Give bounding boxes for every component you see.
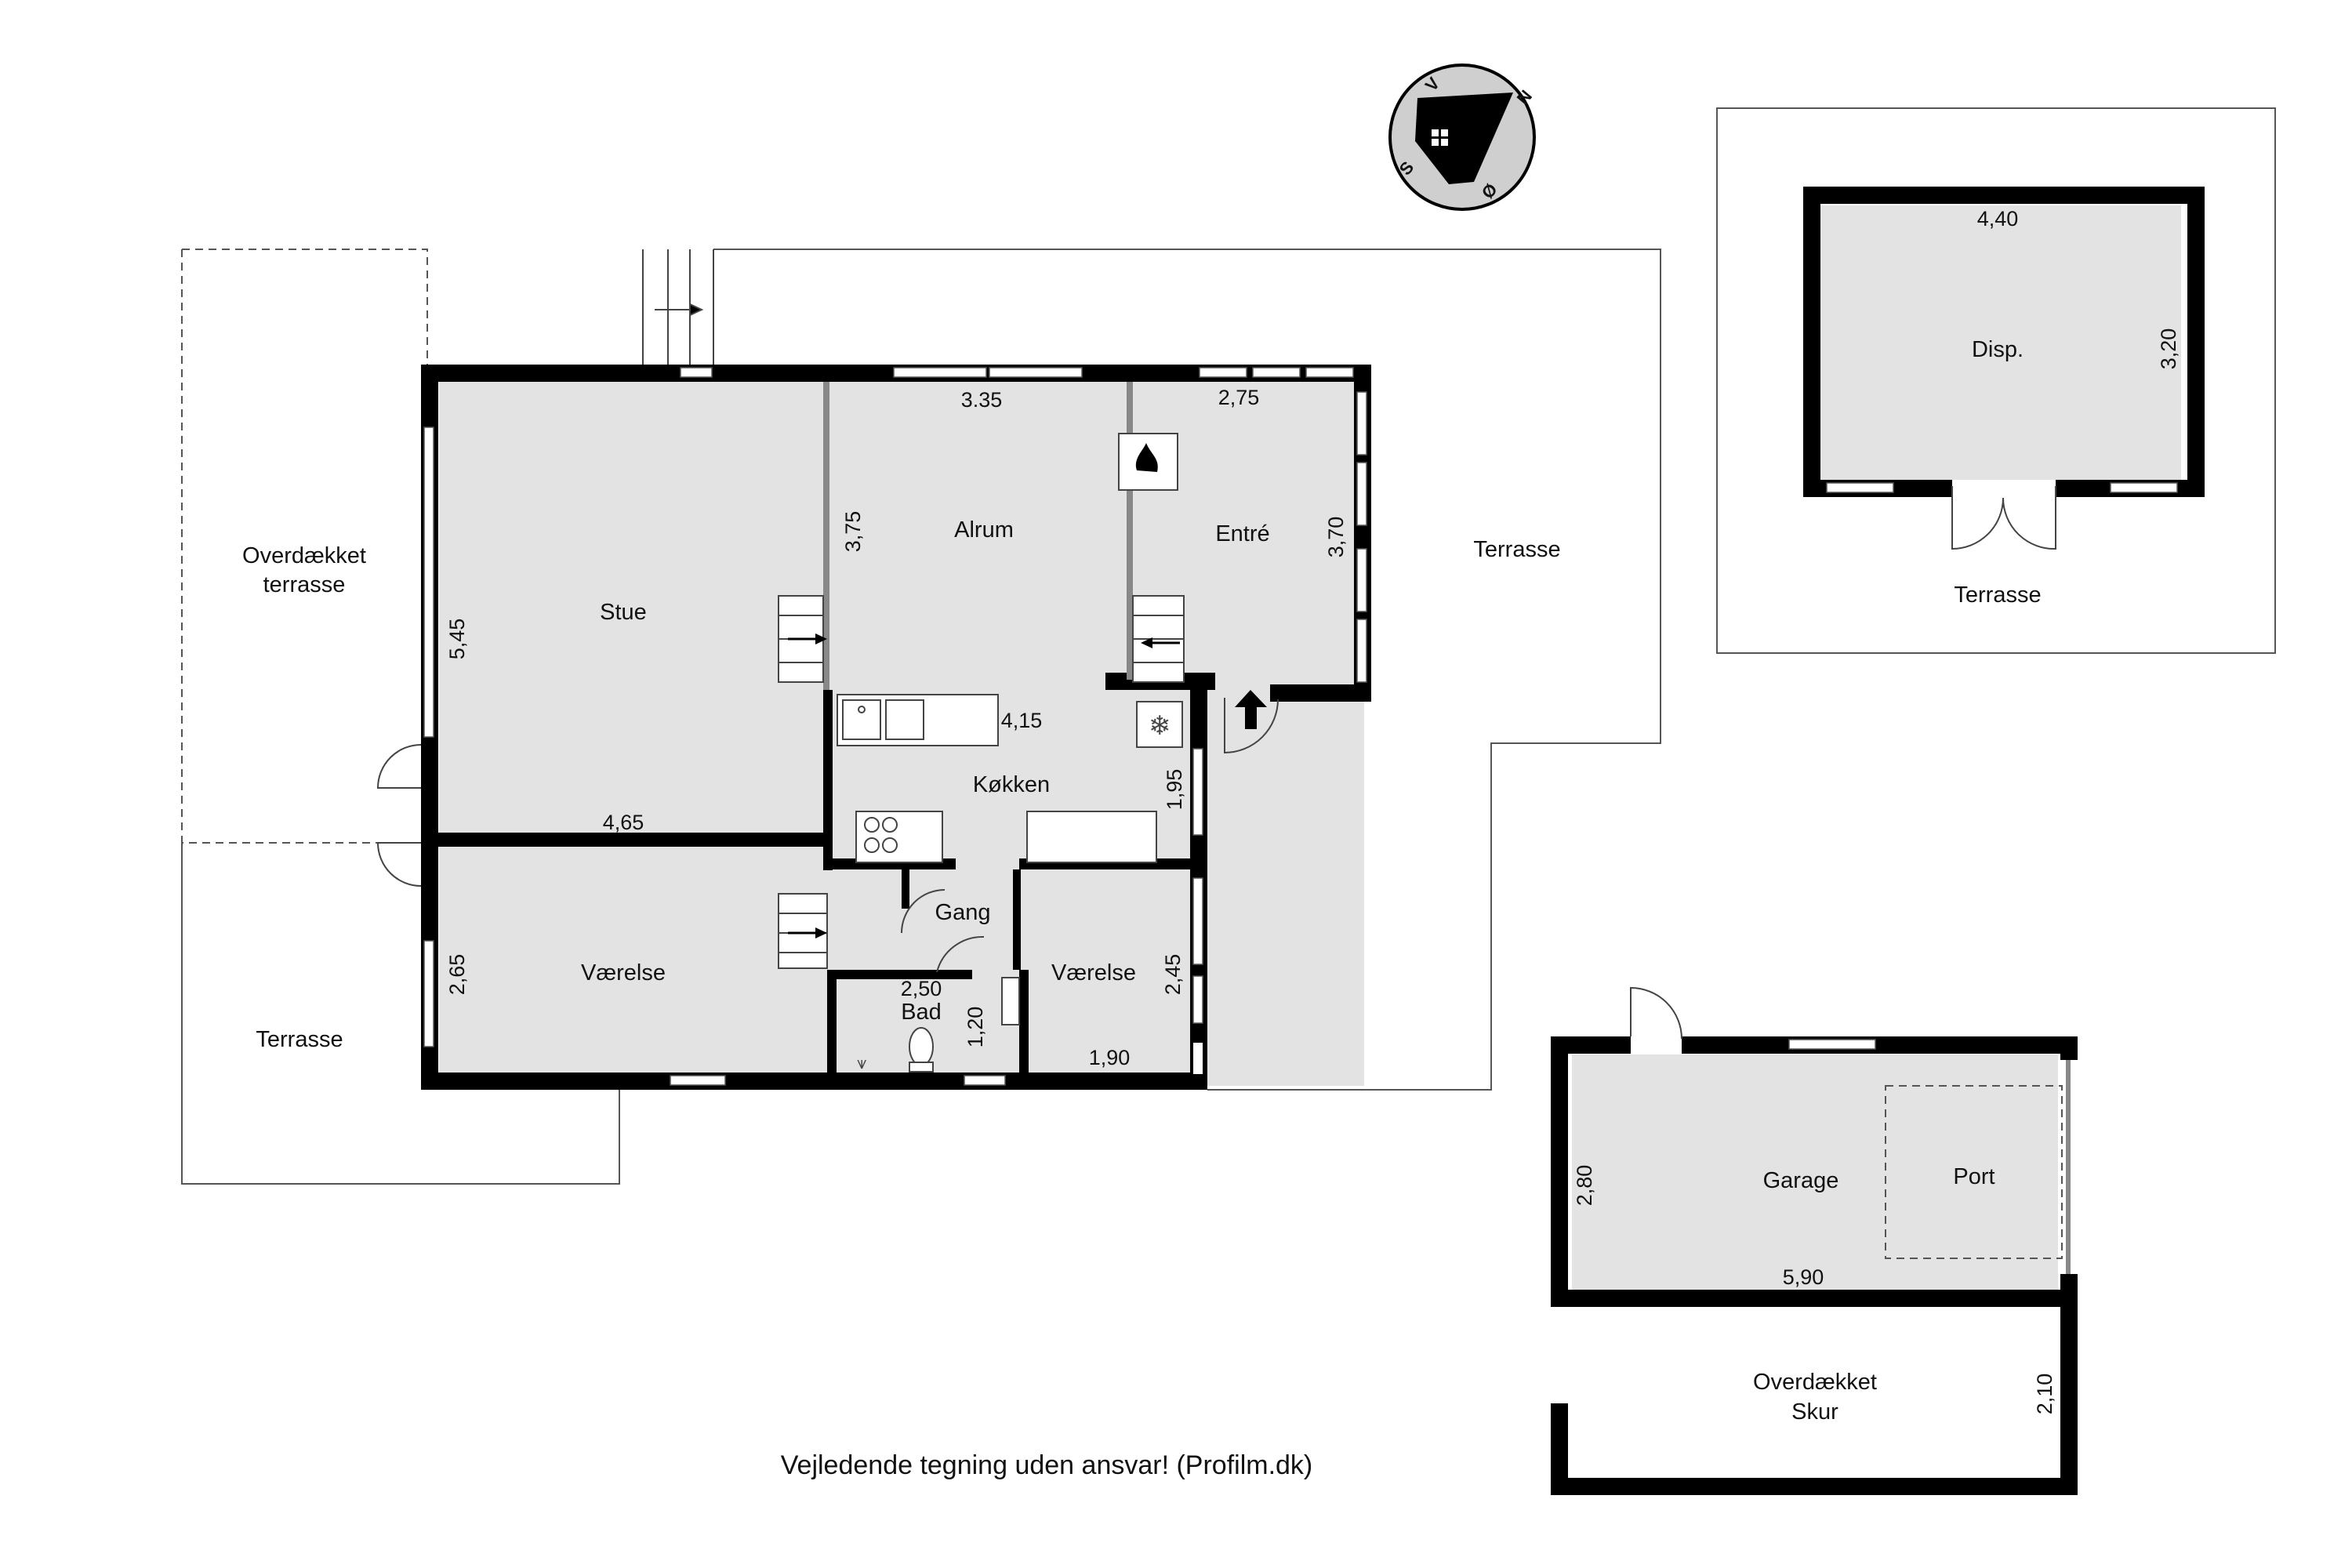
label-stue: Stue — [600, 600, 647, 625]
label-alrum: Alrum — [954, 517, 1014, 543]
disp-building — [1716, 107, 2276, 654]
label-overdaekket-skur-2: Skur — [1791, 1399, 1838, 1425]
dim-garage-width: 5,90 — [1783, 1265, 1824, 1289]
toilet-icon — [909, 1027, 934, 1066]
label-garage: Garage — [1763, 1168, 1839, 1193]
label-terrasse-left: Terrasse — [256, 1027, 343, 1052]
label-vaerelse-left: Værelse — [581, 960, 666, 985]
dim-koekken-height: 1,95 — [1163, 769, 1186, 811]
label-bad: Bad — [901, 1000, 942, 1025]
covered-terrace-outline — [181, 249, 428, 844]
label-overdaekket-terrasse-1: Overdækket — [242, 543, 366, 568]
steps — [642, 249, 714, 368]
snowflake-icon: ❄ — [1149, 711, 1171, 741]
label-terrasse-right: Terrasse — [1473, 537, 1560, 562]
stairs-entre — [1132, 595, 1185, 683]
dim-garage-height: 2,80 — [1573, 1165, 1596, 1207]
stove-icon — [864, 817, 880, 833]
stairs-stue — [778, 595, 827, 683]
right-terrace-outline — [713, 249, 1661, 1091]
dim-entre-height: 3,70 — [1324, 517, 1348, 558]
dim-entre-width: 2,75 — [1218, 386, 1260, 409]
outdoor-areas — [181, 249, 1661, 1185]
dim-disp-width: 4,40 — [1977, 207, 2019, 230]
door-bad — [936, 935, 985, 973]
label-vaerelse-right: Værelse — [1051, 960, 1136, 985]
dim-skur-height: 2,10 — [2033, 1374, 2056, 1415]
label-terrasse-disp: Terrasse — [1954, 583, 2041, 608]
house-walls: ❄ ⩛ — [376, 365, 1371, 1090]
label-overdaekket-skur-1: Overdækket — [1753, 1370, 1877, 1395]
dim-vaerelse-left-height: 2,65 — [445, 954, 469, 996]
garage-building — [1551, 986, 2078, 1495]
dim-alrum-width: 3.35 — [961, 388, 1003, 412]
label-overdaekket-terrasse-2: terrasse — [263, 572, 346, 597]
label-port: Port — [1953, 1164, 1994, 1189]
drain-icon: ⩛ — [857, 1053, 866, 1073]
entrance-arrow-icon — [1235, 690, 1267, 729]
disp-door — [1951, 486, 2056, 550]
dim-vaerelse-right-height: 2,45 — [1161, 954, 1185, 996]
kitchen-fixtures — [837, 694, 1183, 1025]
door-entrance — [1224, 698, 1279, 754]
dim-bad-height: 1,20 — [964, 1007, 987, 1048]
stairs-vaerelse — [778, 893, 828, 969]
label-gang: Gang — [935, 900, 991, 925]
label-koekken: Køkken — [973, 772, 1050, 797]
label-entre: Entré — [1215, 521, 1269, 546]
dimension-labels: 5,45 4,65 3,75 3.35 2,75 3,70 4,15 1,95 … — [445, 207, 2180, 1414]
dim-vaerelse-right-width: 1,90 — [1089, 1046, 1131, 1069]
dim-stue-height: 5,45 — [445, 619, 469, 660]
compass-icon: N V S Ø — [1388, 64, 1536, 211]
fireplace-icon — [1118, 433, 1178, 491]
door-left-upper — [376, 744, 422, 789]
sink-icon — [858, 706, 866, 713]
door-gang — [901, 889, 946, 934]
dim-stue-width: 4,65 — [603, 811, 644, 834]
left-terrace-outline — [181, 843, 620, 1185]
footer-disclaimer: Vejledende tegning uden ansvar! (Profilm… — [781, 1450, 1313, 1480]
dim-alrum-height: 3,75 — [841, 511, 865, 553]
label-disp: Disp. — [1972, 337, 2024, 362]
door-left-lower — [376, 842, 422, 887]
dim-bad-width: 2,50 — [901, 977, 942, 1000]
dim-koekken-width: 4,15 — [1001, 709, 1043, 732]
room-labels: Overdækket terrasse Stue Alrum Entré Ter… — [242, 337, 2042, 1425]
dim-disp-height: 3,20 — [2157, 328, 2180, 370]
garage-door — [1630, 986, 1682, 1040]
